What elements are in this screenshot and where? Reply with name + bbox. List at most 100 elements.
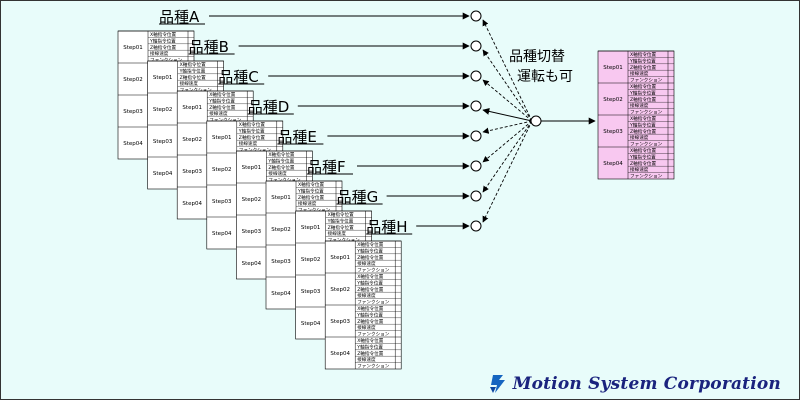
step-label: Step01: [123, 45, 143, 51]
row-label: Z軸指令位置: [630, 128, 657, 135]
company-logo-icon: [489, 375, 505, 393]
row-label: Y軸指令位置: [238, 127, 265, 134]
step-label: Step03: [123, 109, 143, 115]
row-label: Y軸指令位置: [297, 187, 324, 194]
program-sheet-output: Step01X軸指令位置Y軸指令位置Z軸指令位置接線速度ファンクションStep0…: [597, 50, 675, 180]
row-label: 接線速度: [150, 50, 169, 57]
step-label: Step03: [301, 289, 321, 295]
step-label: Step01: [603, 65, 623, 71]
selector-node: [470, 220, 482, 232]
row-label: ファンクション: [357, 268, 390, 274]
row-label: 接線速度: [239, 140, 258, 147]
step-label: Step04: [271, 291, 291, 297]
row-label: ファンクション: [630, 110, 663, 116]
selector-node: [470, 10, 482, 22]
row-label: Y軸指令位置: [356, 279, 383, 286]
product-label-g: 品種G: [337, 188, 379, 206]
row-label: Z軸指令位置: [630, 64, 657, 71]
program-sheet-7: Step01X軸指令位置Y軸指令位置Z軸指令位置接線速度ファンクションStep0…: [324, 240, 402, 370]
row-label: Z軸指令位置: [357, 254, 384, 261]
step-label: Step02: [301, 257, 321, 263]
row-label: Z軸指令位置: [180, 74, 207, 81]
selector-node: [470, 190, 482, 202]
row-label: Y軸指令位置: [629, 121, 656, 128]
step-label: Step04: [330, 351, 350, 357]
step-label: Step04: [123, 141, 143, 147]
switch-arrow: [482, 49, 533, 122]
brand-name: Motion System Corporation: [512, 374, 781, 394]
selector-node: [470, 100, 482, 112]
step-label: Step02: [603, 97, 623, 103]
row-label: Y軸指令位置: [208, 97, 235, 104]
product-label-a: 品種A: [159, 8, 200, 26]
step-label: Step01: [301, 225, 321, 231]
row-label: 接線速度: [630, 70, 649, 77]
step-label: Step01: [212, 135, 232, 141]
row-label: Z軸指令位置: [630, 160, 657, 167]
row-label: Y軸指令位置: [179, 67, 206, 74]
step-label: Step04: [212, 231, 232, 237]
step-label: Step02: [123, 77, 143, 83]
selector-node: [470, 40, 482, 52]
row-label: Z軸指令位置: [298, 194, 325, 201]
row-label: X軸指令位置: [357, 337, 384, 344]
product-label-f: 品種F: [307, 158, 346, 176]
selector-node: [470, 130, 482, 142]
row-label: 接線速度: [209, 110, 228, 117]
step-label: Step03: [271, 259, 291, 265]
step-label: Step02: [242, 197, 262, 203]
row-label: Y軸指令位置: [149, 37, 176, 44]
row-label: X軸指令位置: [630, 51, 657, 58]
row-label: ファンクション: [630, 142, 663, 148]
row-label: Z軸指令位置: [357, 350, 384, 357]
switch-arrow: [482, 79, 533, 122]
row-label: Z軸指令位置: [357, 318, 384, 325]
row-label: ファンクション: [180, 88, 213, 94]
row-label: X軸指令位置: [298, 181, 325, 188]
row-label: X軸指令位置: [239, 121, 266, 128]
row-label: Y軸指令位置: [267, 157, 294, 164]
row-label: 接線速度: [357, 324, 376, 331]
row-label: Y軸指令位置: [629, 89, 656, 96]
row-label: Z軸指令位置: [268, 164, 295, 171]
step-label: Step04: [242, 261, 262, 267]
row-label: X軸指令位置: [180, 61, 207, 68]
row-label: ファンクション: [357, 332, 390, 338]
row-label: 接線速度: [357, 260, 376, 267]
product-label-b: 品種B: [189, 38, 229, 56]
step-label: Step02: [212, 167, 232, 173]
row-label: ファンクション: [239, 148, 272, 154]
step-label: Step03: [242, 229, 262, 235]
row-label: X軸指令位置: [630, 147, 657, 154]
row-label: X軸指令位置: [268, 151, 295, 158]
row-label: ファンクション: [630, 174, 663, 180]
step-label: Step02: [271, 227, 291, 233]
row-label: Y軸指令位置: [356, 247, 383, 254]
row-label: 接線速度: [298, 200, 317, 207]
switch-arrow: [482, 120, 533, 223]
row-label: Z軸指令位置: [328, 224, 355, 231]
row-label: ファンクション: [630, 78, 663, 84]
switch-note-line2: 運転も可: [517, 69, 573, 85]
row-label: ファンクション: [209, 118, 242, 124]
row-label: X軸指令位置: [630, 115, 657, 122]
switch-note-line1: 品種切替: [509, 49, 565, 65]
step-label: Step04: [182, 201, 202, 207]
row-label: 接線速度: [357, 292, 376, 299]
row-label: ファンクション: [268, 178, 301, 184]
row-label: X軸指令位置: [357, 305, 384, 312]
product-label-e: 品種E: [277, 128, 316, 146]
switch-arrow: [482, 120, 533, 134]
row-label: X軸指令位置: [209, 91, 236, 98]
row-label: Y軸指令位置: [629, 57, 656, 64]
switch-arrow: [482, 19, 533, 122]
step-label: Step02: [330, 287, 350, 293]
row-label: ファンクション: [357, 364, 390, 370]
row-label: ファンクション: [328, 238, 361, 244]
row-label: X軸指令位置: [630, 83, 657, 90]
step-label: Step04: [153, 171, 173, 177]
row-label: 接線速度: [328, 230, 347, 237]
row-label: X軸指令位置: [357, 273, 384, 280]
row-label: Z軸指令位置: [630, 96, 657, 103]
